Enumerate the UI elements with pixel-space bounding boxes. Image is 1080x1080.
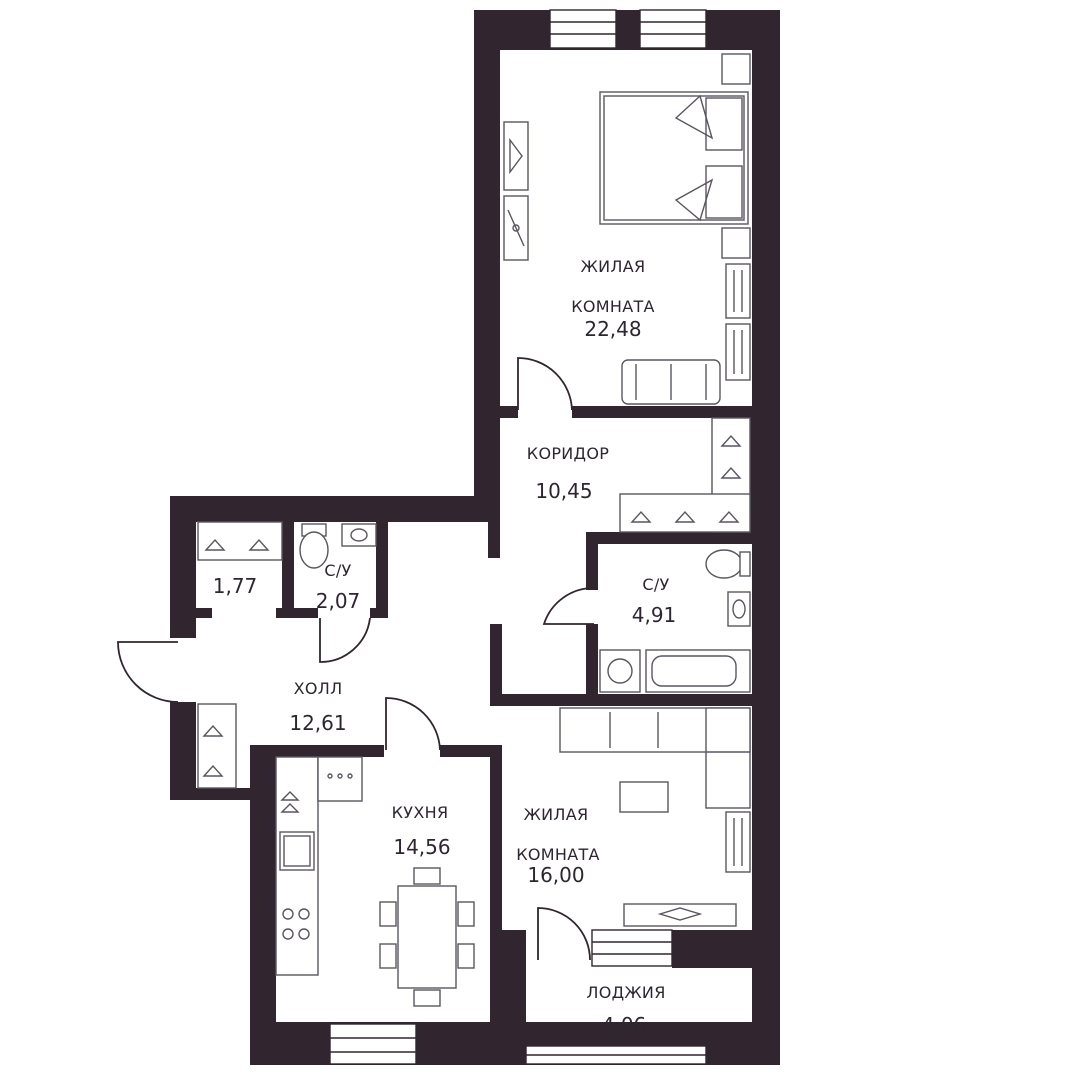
wall-wc-bottom-right xyxy=(370,608,388,618)
wc-small-area: 2,07 xyxy=(316,589,361,613)
corridor-area: 10,45 xyxy=(535,479,592,503)
toilet-icon xyxy=(705,549,751,579)
living-room-2-name-line1: ЖИЛАЯ xyxy=(524,805,589,824)
sofa-icon xyxy=(621,359,721,405)
living-room-1-name-line2: КОМНАТА xyxy=(571,297,655,316)
hall-area: 12,61 xyxy=(289,711,346,735)
hanger-rack-icon xyxy=(197,521,283,561)
wardrobe-area: 1,77 xyxy=(213,574,258,598)
wall-bedroom-left xyxy=(474,10,500,496)
stove-icon xyxy=(282,908,310,940)
wall-top-left xyxy=(170,496,500,522)
door-kitchen xyxy=(385,697,441,751)
door-bedroom xyxy=(517,357,573,411)
nightstand-icon xyxy=(721,53,751,85)
wall-wc-bottom-left xyxy=(276,608,318,618)
door-wc xyxy=(319,617,371,663)
dishes-icon xyxy=(280,791,300,813)
wall-left-lower xyxy=(170,702,196,800)
wall-bath-left-top xyxy=(586,532,598,590)
wall-wardrobe-right xyxy=(282,510,294,618)
corner-sofa-icon xyxy=(559,707,751,809)
sink-icon xyxy=(727,591,751,627)
bathroom-name: С/У xyxy=(642,575,669,594)
sink-icon xyxy=(341,523,377,547)
shelf-icon xyxy=(725,263,751,381)
wc-small-name: С/У xyxy=(324,561,351,580)
living-room-2-name-line2: КОМНАТА xyxy=(516,845,600,864)
doors xyxy=(117,357,595,961)
kitchen-sink-icon xyxy=(279,831,315,871)
oven-icon xyxy=(327,773,353,779)
wall-kitchen-left xyxy=(250,745,276,1065)
wall-hall-right xyxy=(490,624,502,706)
windows xyxy=(329,9,707,1065)
loggia-name: ЛОДЖИЯ xyxy=(586,983,665,1002)
loggia-area: 4,06 xyxy=(602,1013,647,1037)
door-loggia xyxy=(537,907,591,961)
washing-machine-icon xyxy=(599,649,641,693)
wall-loggia-top-right xyxy=(672,930,780,968)
dining-table-icon xyxy=(379,867,475,1007)
wall-outer-right xyxy=(752,10,780,1065)
window-kitchen xyxy=(329,1023,417,1065)
hall-name: ХОЛЛ xyxy=(294,679,343,698)
wall-bath-left-bottom xyxy=(586,624,598,706)
tv-stand-icon xyxy=(623,903,737,927)
wall-corridor-left xyxy=(488,496,500,558)
toilet-icon xyxy=(299,523,329,569)
wall-bedroom-bottom-right xyxy=(572,406,752,418)
window-bedroom-2 xyxy=(639,9,707,49)
living-room-1-name-line1: ЖИЛАЯ xyxy=(581,257,646,276)
tv-stand-icon xyxy=(503,121,529,191)
kitchen-counter-icon xyxy=(275,756,363,976)
wall-wardrobe-bottom xyxy=(170,608,212,618)
wall-outer-top xyxy=(474,10,780,50)
wall-kitchen-top-left xyxy=(264,745,384,757)
hanger-rack-icon xyxy=(197,703,237,789)
door-entrance xyxy=(117,641,179,703)
wall-bedroom-bottom-left xyxy=(500,406,518,418)
corridor-name: КОРИДОР xyxy=(527,444,609,463)
wall-corridor-right xyxy=(750,418,754,532)
shelf-icon xyxy=(725,811,751,873)
door-bathroom xyxy=(542,587,595,625)
living-room-2-area: 16,00 xyxy=(527,863,584,887)
furniture xyxy=(197,53,751,1007)
wall-closet-bottom xyxy=(170,788,266,800)
wall-bath-top xyxy=(586,532,752,544)
window-living-room-2 xyxy=(591,929,673,967)
wall-bath-bottom xyxy=(490,694,752,706)
nightstand-icon xyxy=(721,227,751,259)
living-room-1-area: 22,48 xyxy=(584,317,641,341)
kitchen-name: КУХНЯ xyxy=(392,803,449,822)
bed-icon xyxy=(599,91,749,225)
window-bedroom-1 xyxy=(549,9,617,49)
coffee-table-icon xyxy=(619,781,669,813)
wall-loggia-left xyxy=(490,930,526,1065)
bathtub-icon xyxy=(645,649,751,693)
bathroom-area: 4,91 xyxy=(632,603,677,627)
kitchen-area: 14,56 xyxy=(393,835,450,859)
room-labels: ЖИЛАЯ КОМНАТА 22,48 КОРИДОР 10,45 1,77 С… xyxy=(213,257,677,1037)
desk-icon xyxy=(503,195,529,261)
hanger-rack-icon xyxy=(619,417,751,533)
wall-wc-right xyxy=(376,510,388,618)
wall-kitchen-top-right xyxy=(440,745,502,757)
